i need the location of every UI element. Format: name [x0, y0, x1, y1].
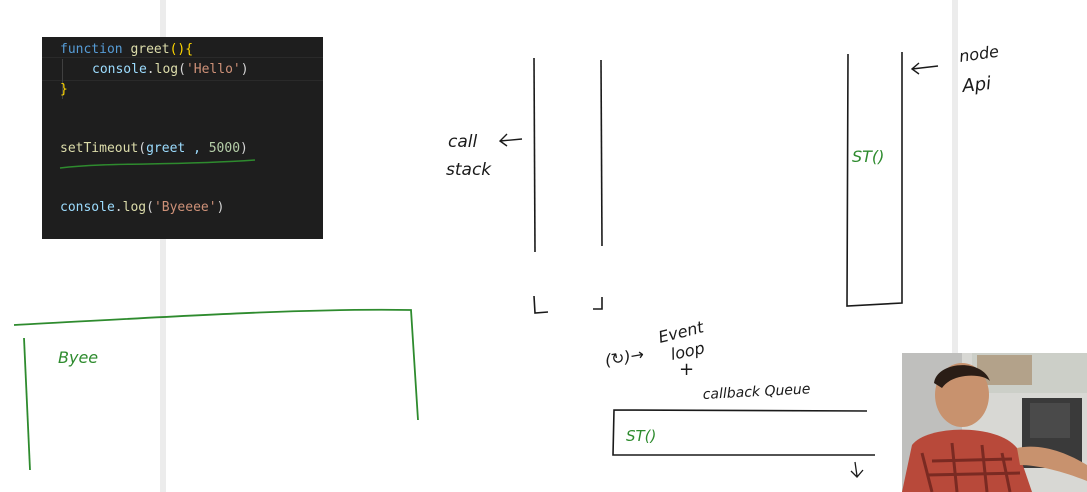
- node-api-box: [846, 52, 903, 307]
- settimeout-underline: [59, 159, 256, 169]
- code-line-settimeout: setTimeout(greet , 5000): [60, 141, 248, 157]
- paren-token: ): [240, 141, 248, 156]
- method-token: log: [122, 200, 147, 215]
- function-name-token: greet: [130, 42, 170, 57]
- column-divider: [952, 0, 958, 492]
- callback-queue-settimeout-item: ST(): [626, 427, 656, 445]
- console-output-byee: Byee: [58, 348, 98, 367]
- callback-queue-box: [612, 409, 875, 456]
- node-api-label-line2: Api: [960, 73, 992, 97]
- paren-token: (: [146, 200, 154, 215]
- call-stack-box: [533, 57, 603, 314]
- indent-guide: [62, 59, 63, 99]
- callback-queue-arrow: [850, 461, 864, 478]
- callback-queue-label: callback Queue: [702, 381, 810, 403]
- paren-token: (: [138, 141, 147, 156]
- code-line-function-declaration: function greet(){: [60, 42, 193, 58]
- dot-token: .: [114, 200, 123, 215]
- code-line-console-log-byeeee: console.log('Byeeee'): [60, 200, 224, 216]
- console-output-box: [13, 308, 419, 471]
- object-token: console: [60, 200, 115, 215]
- node-api-settimeout-item: ST(): [852, 147, 884, 166]
- keyword-token: function: [60, 42, 123, 57]
- function-name-token: setTimeout: [60, 141, 139, 156]
- node-api-arrow: [910, 62, 939, 75]
- current-line-highlight: [42, 57, 323, 81]
- paren-token: ): [216, 200, 225, 215]
- node-api-label-line1: node: [958, 42, 1000, 66]
- paren-token: ): [240, 62, 249, 77]
- object-token: console: [92, 62, 147, 77]
- column-divider: [160, 0, 166, 492]
- dot-token: .: [146, 62, 155, 77]
- argument-token: greet ,: [146, 141, 209, 156]
- brace-token: }: [60, 82, 68, 97]
- call-stack-label-line1: call: [448, 132, 477, 152]
- string-token: 'Byeeee': [153, 200, 217, 215]
- event-loop-symbol: (↻)→: [603, 344, 645, 370]
- code-line-closing-brace: }: [60, 82, 68, 98]
- presenter-webcam-video: [902, 353, 1087, 492]
- string-token: 'Hello': [185, 62, 241, 77]
- code-line-console-log-hello: console.log('Hello'): [92, 62, 249, 78]
- presenter-image: [902, 353, 1087, 492]
- plus-sign: +: [679, 359, 694, 380]
- method-token: log: [154, 62, 179, 77]
- number-token: 5000: [208, 141, 241, 156]
- code-editor-panel: function greet(){ console.log('Hello') }…: [42, 37, 323, 239]
- paren-token: (: [178, 62, 186, 77]
- brace-token: {: [185, 42, 194, 57]
- call-stack-label-line2: stack: [446, 160, 492, 180]
- paren-token: (): [169, 42, 186, 57]
- call-stack-arrow: [498, 133, 523, 147]
